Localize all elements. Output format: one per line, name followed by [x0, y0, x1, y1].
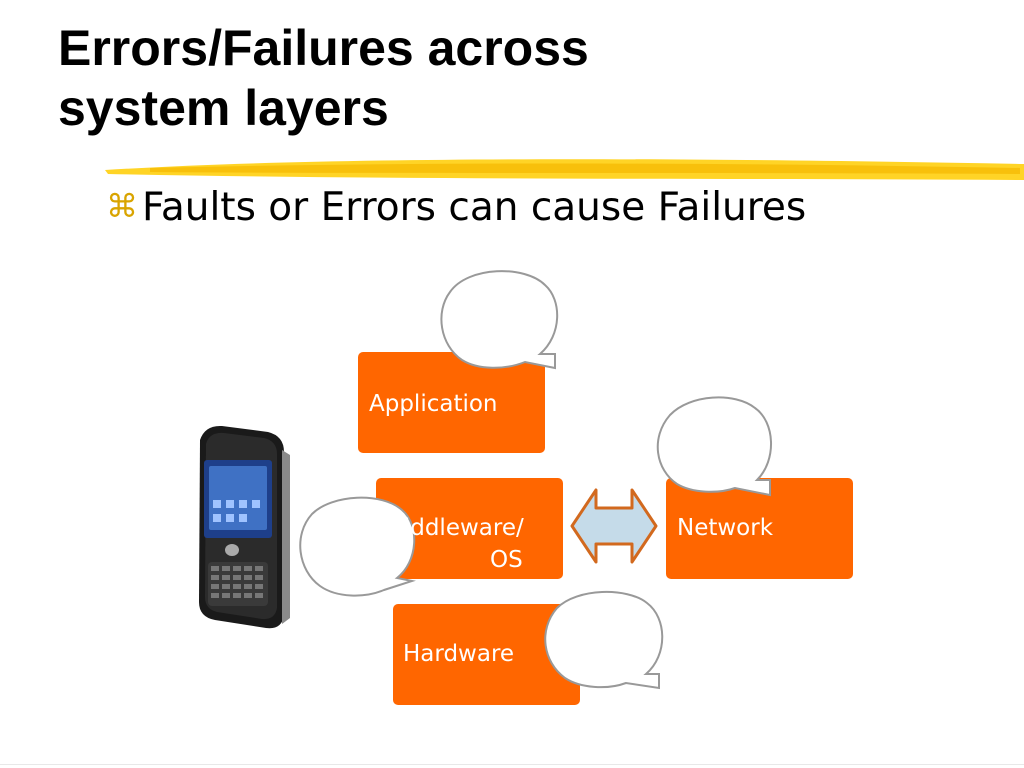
network-box	[666, 478, 853, 579]
mobile-phone-icon	[199, 425, 290, 629]
network-label: Network	[677, 515, 774, 541]
slide-title: Errors/Failures across system layers	[58, 18, 958, 138]
title-line-1: Errors/Failures across	[58, 20, 589, 76]
hardware-label: Hardware	[403, 641, 515, 667]
speech-bubble-icon	[440, 270, 559, 370]
os-label: OS	[490, 547, 523, 573]
speech-bubble-icon	[544, 590, 664, 690]
command-bullet-icon: ⌘	[106, 187, 138, 225]
hardware-box	[393, 604, 580, 705]
application-label: Application	[369, 391, 498, 417]
application-box	[358, 352, 545, 453]
double-arrow-icon	[570, 488, 658, 564]
middleware-label: Middleware/	[384, 515, 524, 541]
title-line-2: system layers	[58, 80, 389, 136]
middleware-os-box	[376, 478, 563, 579]
speech-bubble-icon	[656, 396, 772, 497]
speech-bubble-icon	[299, 496, 416, 597]
bullet-item: ⌘Faults or Errors can cause Failures	[106, 182, 806, 232]
slide-bottom-divider	[0, 764, 1024, 765]
bullet-text: Faults or Errors can cause Failures	[142, 185, 807, 230]
title-underline-stroke	[105, 159, 1024, 180]
